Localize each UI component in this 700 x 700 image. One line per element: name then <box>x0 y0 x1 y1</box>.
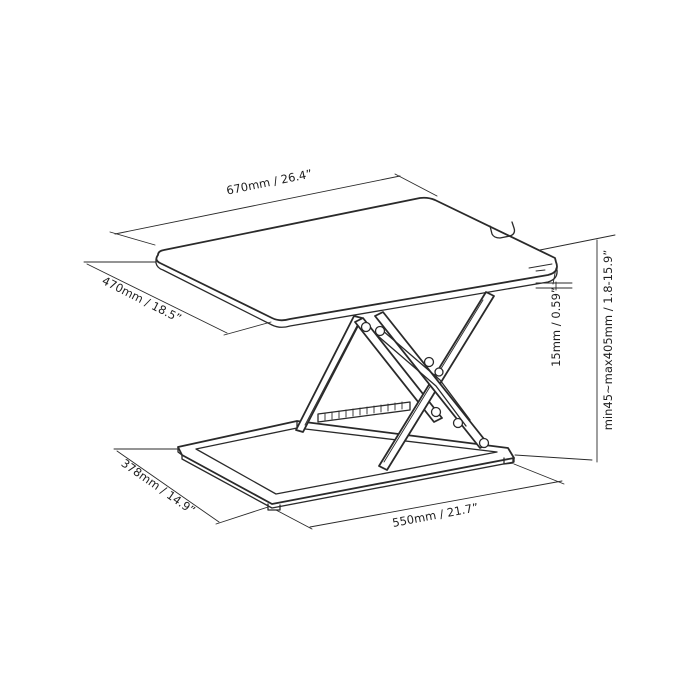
desktop <box>155 196 558 328</box>
height-range-label: min45~max405mm / 1.8-15.9” <box>601 250 615 431</box>
base-depth-label: 378mm / 14.9” <box>119 456 198 517</box>
base-frame <box>177 420 515 511</box>
top-thickness-dimension: 15mm / 0.59” <box>535 267 573 367</box>
top-thickness-label: 15mm / 0.59” <box>549 287 563 367</box>
top-depth-label: 470mm / 18.5” <box>100 273 184 325</box>
base-width-label: 550mm / 21.7” <box>391 500 479 530</box>
top-width-label: 670mm / 26.4” <box>225 167 313 198</box>
scissor-mechanism <box>295 291 495 471</box>
height-dimension: min45~max405mm / 1.8-15.9” <box>514 234 616 463</box>
